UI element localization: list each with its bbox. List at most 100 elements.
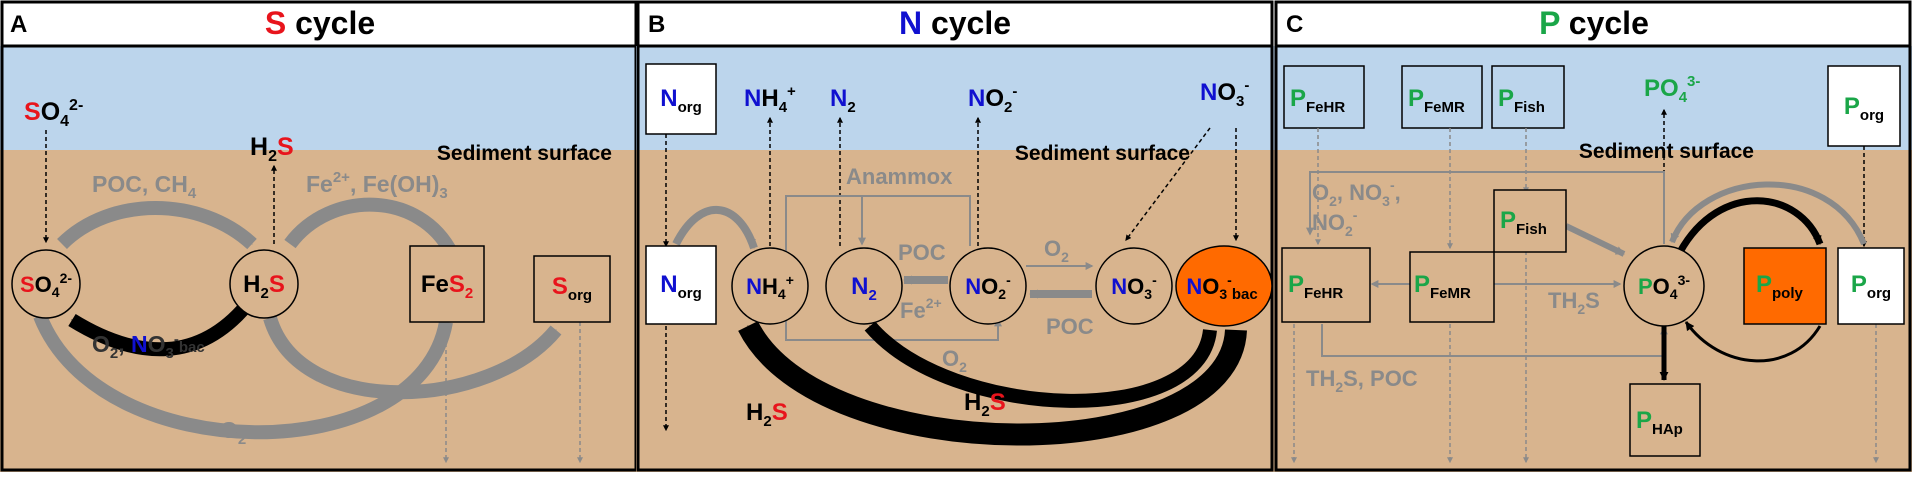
sorg-node — [533, 255, 611, 323]
ppoly-node — [1743, 247, 1827, 325]
norg-water-label: Norg — [660, 85, 702, 116]
poc-ch4-label: POC, CH4 — [92, 171, 197, 202]
panel-c-surface-label: Sediment surface — [1579, 140, 1754, 163]
no3-node-label: NO3- — [1111, 272, 1157, 302]
n2-water-label: N2 — [830, 85, 856, 116]
panel-c-water — [1274, 46, 1912, 150]
panel-a-sediment — [0, 150, 636, 472]
nh4-water-label: NH4+ — [744, 83, 796, 116]
porg-node-label: Porg — [1851, 271, 1891, 302]
panel-b-letter: B — [648, 11, 665, 38]
porg-to-po4-arrow — [1669, 181, 1867, 246]
pfemr-node — [1409, 251, 1495, 323]
no3-bac-node-label: NO3-bac — [1186, 272, 1257, 303]
oxidants-label-2: NO2- — [1312, 207, 1358, 239]
pyrite-formation-arrow — [284, 197, 459, 258]
fes2-node — [409, 245, 485, 323]
sulfurization-arrow — [263, 315, 562, 400]
dnra-to-n2-arrow — [864, 321, 1217, 408]
n2-node — [825, 247, 903, 325]
fes2-node-label: FeS2 — [421, 271, 473, 302]
no2-water-label: NO2- — [968, 83, 1017, 116]
pfehr-water-label: PFeHR — [1290, 85, 1345, 116]
phap-node — [1629, 383, 1701, 457]
phap-node-label: PHAp — [1636, 407, 1683, 438]
panel-c-letter: C — [1286, 11, 1303, 38]
h2s-node-label: H2S — [243, 271, 285, 302]
polyp-release-arrow — [1684, 321, 1822, 363]
pfemr-water-label: PFeMR — [1408, 85, 1465, 116]
o2-no3bac-label: O2, NO3-bac — [92, 331, 205, 362]
h2s-water-label: H2S — [250, 133, 294, 165]
sorg-node-label: Sorg — [552, 273, 592, 304]
nh4-node — [731, 247, 809, 325]
dnra-to-nh4-arrow — [738, 320, 1247, 446]
polyp-uptake-arrow — [1676, 197, 1824, 254]
norg-node — [645, 245, 717, 325]
nh4-node-label: NH4+ — [746, 272, 794, 302]
no3-node — [1095, 247, 1173, 325]
porg-water-node — [1827, 65, 1901, 147]
panel-b-frame — [636, 0, 1274, 472]
norg-water-node — [645, 63, 717, 135]
pfish-node-label: PFish — [1500, 207, 1547, 238]
oxidants-label-1: O2, NO3-, — [1312, 177, 1401, 209]
anammox-bracket — [785, 195, 971, 252]
no2-node — [949, 247, 1027, 325]
po4-node — [1623, 245, 1705, 327]
sulfide-oxidation-arrow — [68, 301, 252, 357]
panel-c: C P cycle Sediment surface PFeHR PFeMR P… — [1274, 0, 1912, 472]
pfehr-water-node — [1283, 65, 1365, 129]
pfehr-node — [1281, 247, 1371, 323]
panel-c-title: P cycle — [1539, 5, 1649, 41]
panel-c-frame — [1274, 0, 1912, 472]
o2-bottom-label: O2 — [220, 417, 246, 448]
so4-node-label: SO42- — [20, 270, 72, 300]
pfish-water-node — [1491, 65, 1565, 129]
ammonification-arrow — [672, 206, 758, 250]
pfemr-water-node — [1401, 65, 1483, 129]
poc-label-1: POC — [898, 240, 946, 265]
no3-bac-node — [1175, 245, 1273, 327]
fe-oxidation-bracket — [1306, 171, 1665, 244]
pfish-water-label: PFish — [1498, 85, 1545, 116]
porg-water-label: Porg — [1844, 93, 1884, 124]
h2s-label-a: H2S — [746, 399, 788, 430]
so4-water-label: SO42- — [24, 97, 83, 130]
panel-a-water — [0, 46, 636, 150]
panel-b-title: N cycle — [899, 5, 1011, 41]
th2s-label: TH2S — [1548, 288, 1600, 317]
pfemr-node-label: PFeMR — [1414, 271, 1471, 302]
porg-node — [1837, 247, 1905, 325]
o2-label-b: O2 — [942, 346, 967, 375]
no3-influx-arrow — [1125, 127, 1211, 241]
th2s-poc-label: TH2S, POC — [1306, 366, 1418, 395]
norg-node-label: Norg — [660, 271, 702, 302]
h2s-node — [229, 249, 299, 319]
no3-water-label: NO3- — [1200, 77, 1249, 110]
fe-label: Fe2+, Fe(OH)3 — [306, 169, 448, 202]
panel-a-title: S cycle — [265, 5, 375, 41]
pfehr-node-label: PFeHR — [1288, 271, 1343, 302]
n2-node-label: N2 — [851, 273, 877, 304]
panel-b-water — [636, 46, 1274, 150]
pyrite-oxidation-arrow — [33, 313, 453, 440]
po4-water-label: PO43- — [1644, 73, 1700, 106]
o2-label-a: O2 — [1044, 236, 1069, 265]
ppoly-node-label: Ppoly — [1756, 271, 1804, 302]
sulfate-reduction-arrow — [57, 201, 257, 250]
h2s-label-b: H2S — [964, 389, 1006, 420]
po4-node-label: PO43- — [1638, 272, 1690, 302]
panel-a-surface-label: Sediment surface — [437, 142, 612, 165]
pfish-to-po4-arrow — [1564, 223, 1626, 257]
so4-node — [11, 249, 81, 319]
panel-b: B N cycle Sediment surface Norg NH4+ N2 … — [636, 0, 1274, 472]
fe2-label: Fe2+ — [900, 295, 942, 323]
anammox-label: Anammox — [846, 164, 953, 189]
poc-label-2: POC — [1046, 314, 1094, 339]
pfish-node — [1493, 189, 1567, 253]
no2-node-label: NO2- — [965, 272, 1011, 302]
panel-a-letter: A — [10, 11, 27, 38]
